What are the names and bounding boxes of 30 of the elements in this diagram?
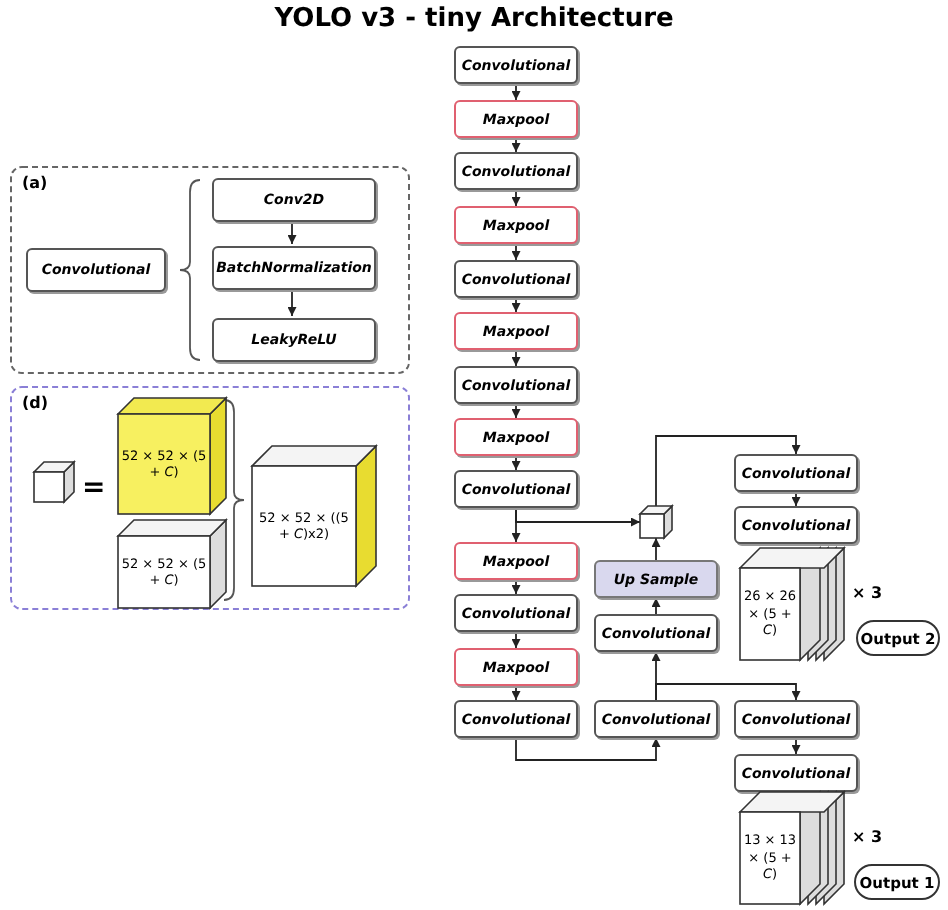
arrow [515,507,641,527]
arrow [511,243,521,261]
arrow [651,597,661,615]
arrow [511,349,521,367]
diagram-title: YOLO v3 - tiny Architecture [272,4,676,34]
arrow [791,737,801,755]
panel-frame [10,386,410,610]
arrow [511,455,521,471]
panel-label: (d) [22,394,49,412]
arrow [287,287,297,317]
arrow [511,297,521,313]
arrow [511,685,521,701]
repeat-count: × 3 [852,828,883,846]
arrow [655,683,801,701]
arrow [511,83,521,101]
repeat-count: × 3 [852,584,883,602]
equals-sign: = [82,472,106,504]
arrow [511,189,521,207]
panel-label: (a) [22,174,48,192]
arrow [511,137,521,153]
cube-icon [34,462,74,502]
arrow [511,403,521,419]
arrow [791,491,801,507]
arrow [511,631,521,649]
cube-icon [640,506,672,538]
arrow [511,579,521,595]
panel-frame [10,166,410,374]
arrow [651,537,661,561]
arrow [515,737,661,761]
arrow [655,435,801,507]
